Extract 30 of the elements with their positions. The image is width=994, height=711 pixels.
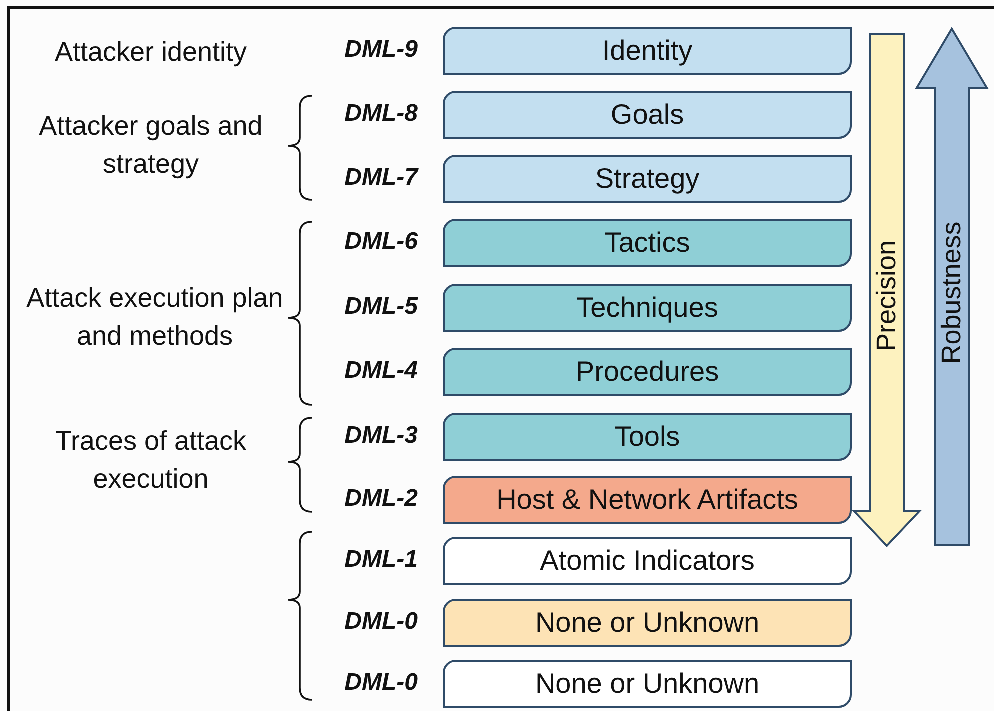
- group-label: Traces of attack execution: [54, 425, 248, 496]
- level-code: DML-1: [344, 546, 418, 574]
- level-code: DML-9: [344, 36, 418, 64]
- level-code: DML-2: [344, 485, 418, 513]
- group-label: Attack execution plan and methods: [26, 282, 284, 353]
- level-box: None or Unknown: [443, 599, 852, 647]
- level-box: Atomic Indicators: [443, 537, 852, 585]
- block-arrow: [916, 28, 988, 546]
- block-arrow: [853, 33, 921, 547]
- level-code: DML-7: [344, 164, 418, 192]
- level-box: Goals: [443, 91, 852, 139]
- axis-label: Precision: [872, 240, 902, 352]
- level-box: Host & Network Artifacts: [443, 476, 852, 524]
- level-code: DML-0: [344, 608, 418, 636]
- level-box: Strategy: [443, 155, 852, 203]
- level-box: None or Unknown: [443, 660, 852, 708]
- group-label: Attacker identity: [54, 36, 248, 69]
- level-code: DML-5: [344, 293, 418, 321]
- level-box: Identity: [443, 27, 852, 75]
- level-code: DML-8: [344, 100, 418, 128]
- level-box: Tactics: [443, 219, 852, 267]
- group-label: Attacker goals and strategy: [38, 110, 264, 181]
- level-box: Tools: [443, 413, 852, 461]
- level-code: DML-4: [344, 357, 418, 385]
- level-code: DML-3: [344, 422, 418, 450]
- level-code: DML-0: [344, 669, 418, 697]
- axis-label: Robustness: [936, 222, 968, 364]
- level-box: Techniques: [443, 284, 852, 332]
- level-code: DML-6: [344, 228, 418, 256]
- level-box: Procedures: [443, 348, 852, 396]
